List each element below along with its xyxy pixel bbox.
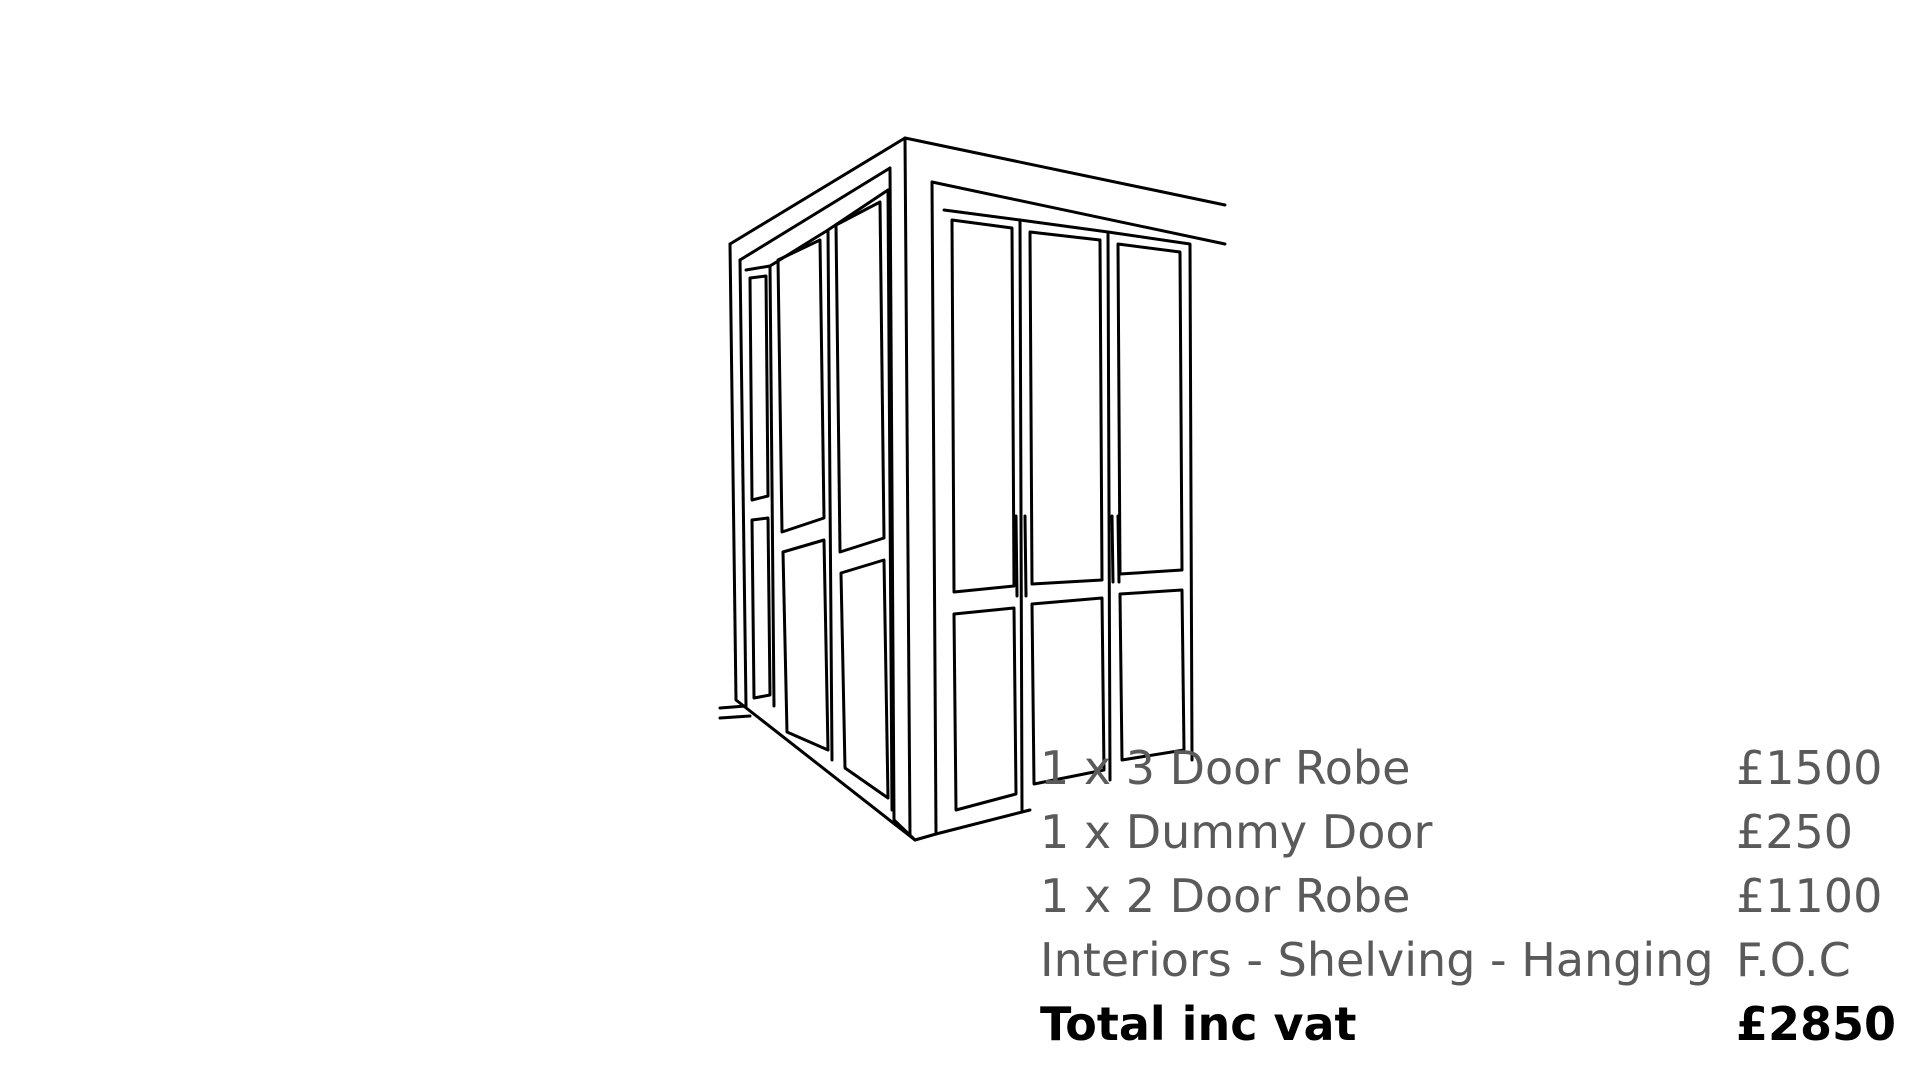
price-row: 1 x 3 Door Robe £1500 (1040, 736, 1890, 800)
line-item-label: 1 x Dummy Door (1040, 805, 1433, 859)
total-row: Total inc vat £2850 (1040, 992, 1896, 1056)
line-item-price: £1500 (1736, 741, 1883, 795)
line-item-price: £1100 (1736, 869, 1883, 923)
line-item-price: £250 (1736, 805, 1854, 859)
wardrobe-drawing-icon (700, 120, 1260, 860)
line-item-price: F.O.C (1736, 933, 1851, 987)
price-row: 1 x Dummy Door £250 (1040, 800, 1890, 864)
total-price: £2850 (1736, 997, 1897, 1051)
price-row: Interiors - Shelving - Hanging F.O.C (1040, 928, 1890, 992)
line-item-label: 1 x 3 Door Robe (1040, 741, 1411, 795)
line-item-label: Interiors - Shelving - Hanging (1040, 933, 1714, 987)
price-row: 1 x 2 Door Robe £1100 (1040, 864, 1890, 928)
price-list: 1 x 3 Door Robe £1500 1 x Dummy Door £25… (1040, 736, 1896, 1056)
line-item-label: 1 x 2 Door Robe (1040, 869, 1411, 923)
total-label: Total inc vat (1040, 997, 1357, 1051)
